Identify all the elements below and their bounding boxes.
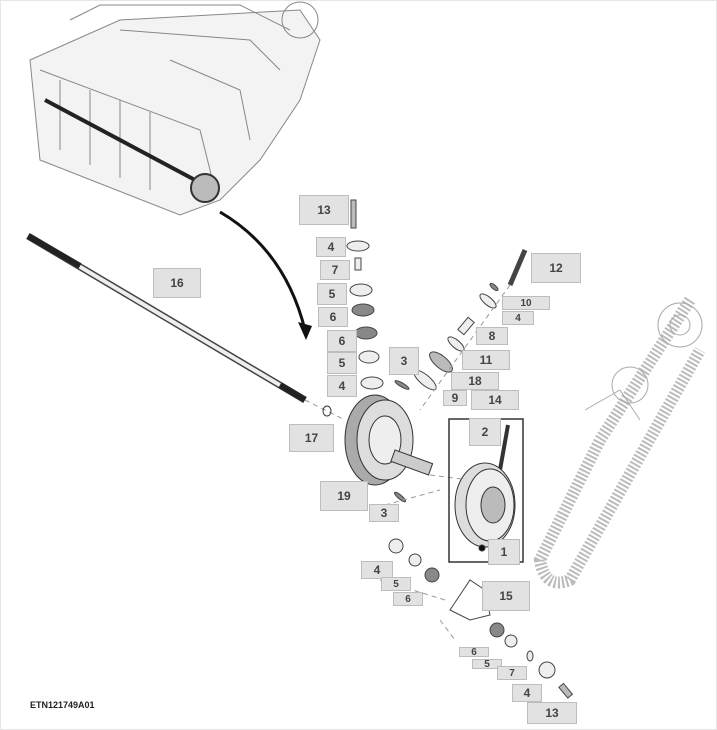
callout-11: 11: [462, 350, 510, 370]
callout-4: 4: [327, 375, 357, 397]
lower-stack: [388, 538, 574, 699]
callout-5: 5: [381, 577, 411, 591]
callout-17: 17: [289, 424, 334, 452]
callout-6: 6: [318, 307, 348, 327]
callout-7: 7: [320, 260, 350, 280]
callout-2: 2: [469, 418, 501, 446]
callout-18: 18: [451, 372, 499, 390]
callout-7: 7: [497, 666, 527, 680]
callout-10: 10: [502, 296, 550, 310]
callout-16: 16: [153, 268, 201, 298]
housing-gearbox: [190, 173, 220, 203]
callout-4: 4: [316, 237, 346, 257]
callout-9: 9: [443, 390, 467, 406]
drive-shaft-in-housing: [44, 98, 196, 182]
callout-6: 6: [327, 330, 357, 352]
machine-housing: [29, 1, 321, 216]
chain: [533, 296, 706, 589]
ring-17: [322, 405, 332, 417]
shaft-16: [26, 232, 307, 404]
callout-5: 5: [317, 283, 347, 305]
callout-3: 3: [369, 504, 399, 522]
callout-8: 8: [476, 327, 508, 345]
callout-12: 12: [531, 253, 581, 283]
callout-4: 4: [502, 311, 534, 325]
callout-4: 4: [512, 684, 542, 702]
callout-6: 6: [459, 647, 489, 658]
right-sprockets: [584, 302, 703, 421]
callout-5: 5: [327, 352, 357, 374]
callout-15: 15: [482, 581, 530, 611]
callout-14: 14: [471, 390, 519, 410]
callout-5: 5: [472, 659, 502, 670]
gearbox-19: [344, 394, 434, 486]
location-arrow: [219, 210, 307, 331]
callout-4: 4: [361, 561, 393, 579]
upper-bolt-stack: [346, 199, 384, 390]
figure-id: ETN121749A01: [30, 700, 95, 710]
callout-3: 3: [389, 347, 419, 375]
callout-6: 6: [393, 592, 423, 606]
callout-1: 1: [488, 539, 520, 565]
callout-13: 13: [299, 195, 349, 225]
pulley-1: [454, 424, 516, 552]
callout-13: 13: [527, 702, 577, 724]
callout-19: 19: [320, 481, 368, 511]
